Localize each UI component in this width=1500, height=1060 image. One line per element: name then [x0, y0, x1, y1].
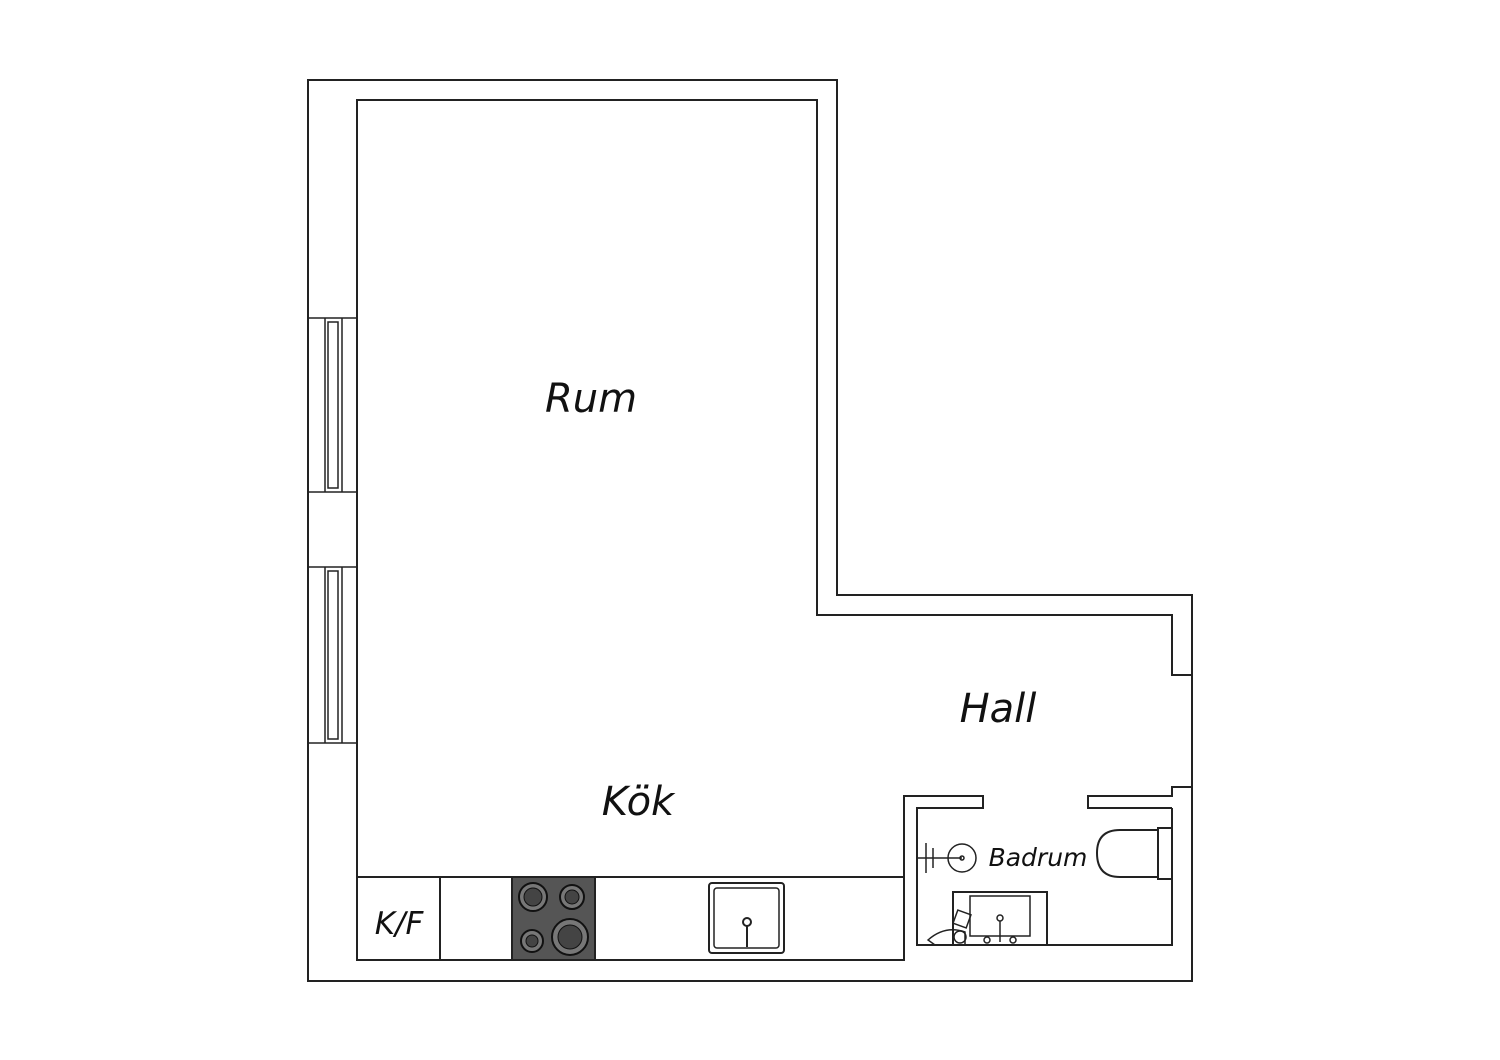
- kitchen-counter: [356, 876, 905, 961]
- outer-wall: [307, 79, 1193, 982]
- fridge-freezer-label: K/F: [375, 906, 425, 942]
- room-label-hall: Hall: [960, 686, 1037, 732]
- window-lower: [307, 566, 358, 744]
- inner-wall: [356, 99, 1192, 961]
- room-label-kok: Kök: [602, 779, 676, 825]
- room-label-rum: Rum: [545, 376, 637, 422]
- shower-icon: [918, 843, 977, 873]
- toilet-icon: [1095, 827, 1173, 880]
- entrance-jamb: [1087, 786, 1192, 809]
- stove-icon: [511, 876, 596, 961]
- bathroom-wall: [903, 795, 1173, 960]
- washing-machine-icon: [926, 909, 972, 946]
- room-label-badrum: Badrum: [989, 843, 1088, 872]
- window-upper: [307, 317, 358, 493]
- kitchen-sink-icon: [708, 882, 785, 954]
- bathroom-sink-icon: [952, 891, 1048, 946]
